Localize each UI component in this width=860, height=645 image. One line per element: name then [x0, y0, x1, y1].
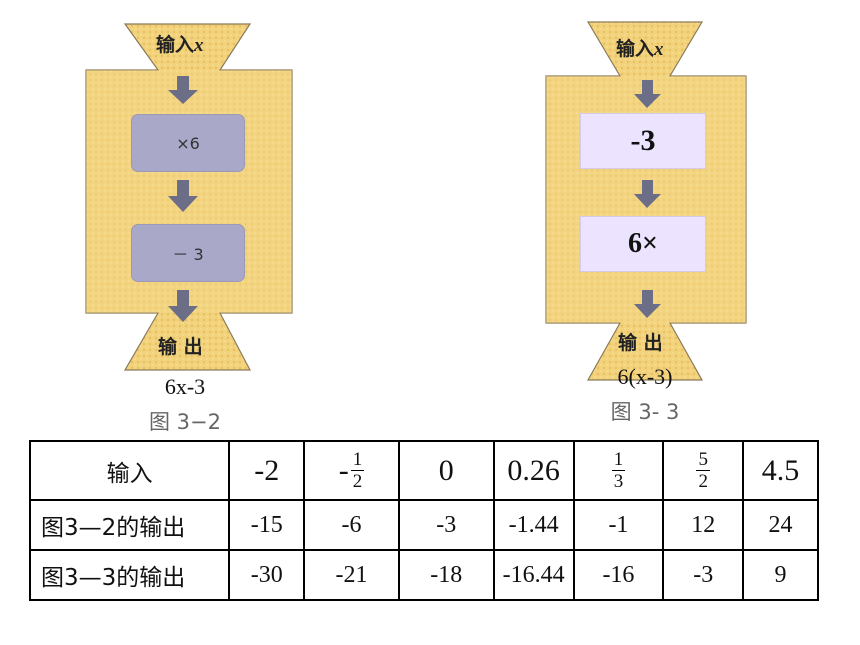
operation-label: 6×	[628, 228, 658, 259]
arrow-down-icon	[634, 80, 661, 108]
operation-label: － 3	[172, 245, 204, 264]
function-machine-fig-3-3: 输入x -3 6× 输 出	[530, 18, 760, 398]
output-cell: -16	[572, 549, 665, 601]
output-cell: -3	[397, 499, 495, 552]
output-cell: -15	[228, 499, 306, 552]
output-label: 输 出	[158, 336, 203, 358]
output-cell: -1	[572, 499, 665, 552]
input-cell: 0.26	[492, 439, 575, 502]
output-cell: -1.44	[492, 499, 575, 552]
arrow-down-icon	[168, 76, 198, 104]
output-cell: -3	[662, 549, 745, 601]
table-row-fig-3-3-output: 图3—3的输出 -30 -21 -18 -16.44 -16 -3 9	[28, 549, 819, 601]
output-cell: 9	[742, 549, 819, 601]
output-cell: -16.44	[492, 549, 575, 601]
input-cell: -2	[228, 439, 306, 502]
output-cell: 12	[662, 499, 745, 552]
input-cell: 0	[397, 439, 495, 502]
output-cell: -30	[228, 549, 306, 601]
arrow-down-icon	[168, 180, 198, 212]
operation-box-subtract: -3	[581, 114, 705, 168]
row-header: 图3—2的输出	[28, 499, 231, 552]
arrow-down-icon	[634, 290, 661, 318]
figure-number-right: 图 3- 3	[610, 400, 680, 424]
operation-label: -3	[630, 124, 656, 157]
table-row-fig-3-2-output: 图3—2的输出 -15 -6 -3 -1.44 -1 12 24	[28, 499, 819, 552]
operation-box-subtract: － 3	[132, 225, 244, 281]
row-header: 输入	[28, 439, 231, 502]
output-cell: -6	[303, 499, 400, 552]
arrow-down-icon	[634, 180, 661, 208]
input-label: 输入x	[616, 38, 664, 60]
operation-box-multiply: ×6	[132, 115, 244, 171]
output-label: 输 出	[618, 332, 663, 354]
figure-number-left: 图 3−2	[149, 410, 221, 434]
output-cell: -18	[397, 549, 495, 601]
input-cell: 4.5	[742, 439, 819, 502]
output-cell: 24	[742, 499, 819, 552]
row-header: 图3—3的输出	[28, 549, 231, 601]
function-machine-fig-3-2: 输入x ×6 － 3 输 出	[70, 18, 300, 398]
result-expression-right: 6(x-3)	[617, 364, 673, 389]
input-label: 输入x	[156, 34, 204, 56]
output-cell: -21	[303, 549, 400, 601]
result-expression-left: 6x-3	[164, 374, 206, 399]
operation-label: ×6	[176, 133, 200, 153]
operation-box-multiply: 6×	[581, 217, 705, 271]
arrow-down-icon	[168, 290, 198, 322]
